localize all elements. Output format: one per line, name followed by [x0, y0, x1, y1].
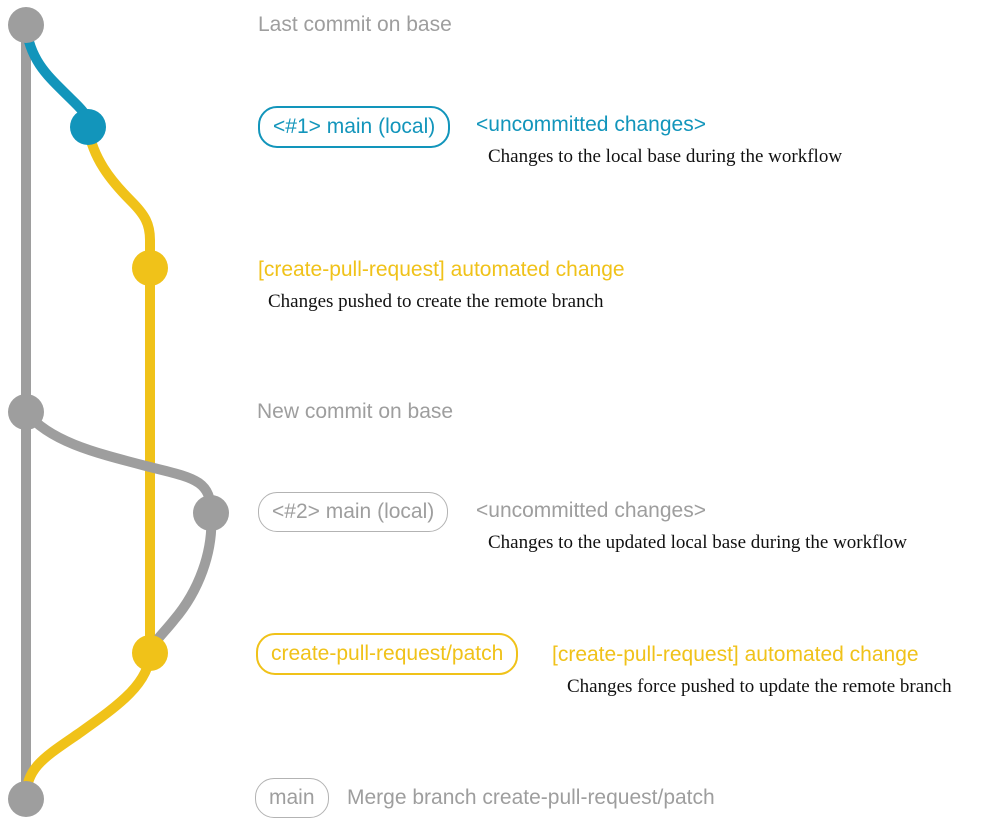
status-uncommitted-changes-1: <uncommitted changes>	[476, 112, 706, 136]
branch-tag-create-pull-request-patch: create-pull-request/patch	[256, 633, 519, 675]
commit-message-automated-change-1: [create-pull-request] automated change	[258, 257, 625, 281]
local-main2-branch-line	[21, 407, 217, 658]
label-new-commit-on-base: New commit on base	[257, 399, 454, 423]
commit-dot-local-main-1	[70, 109, 106, 145]
branch-tag-main: main	[255, 778, 329, 818]
status-uncommitted-changes-2: <uncommitted changes>	[476, 498, 706, 522]
description-force-push-update-branch: Changes force pushed to update the remot…	[567, 676, 952, 698]
commit-dot-automated-change-1	[132, 250, 168, 286]
description-push-create-branch: Changes pushed to create the remote bran…	[268, 291, 604, 313]
branch-tag-main-local-2: <#2> main (local)	[258, 492, 449, 532]
commit-message-merge-branch: Merge branch create-pull-request/patch	[347, 785, 715, 809]
commit-message-automated-change-2: [create-pull-request] automated change	[552, 642, 919, 666]
description-local-base-changes-1: Changes to the local base during the wor…	[488, 146, 843, 168]
commit-dot-new-base	[8, 394, 44, 430]
commit-dot-last-base	[8, 7, 44, 43]
commit-dot-merge	[8, 781, 44, 817]
commit-dot-automated-change-2	[132, 635, 168, 671]
label-last-commit-on-base: Last commit on base	[258, 12, 452, 36]
description-local-base-changes-2: Changes to the updated local base during…	[488, 532, 907, 554]
commit-dot-local-main-2	[193, 495, 229, 531]
branch-tag-main-local-1: <#1> main (local)	[258, 106, 451, 148]
